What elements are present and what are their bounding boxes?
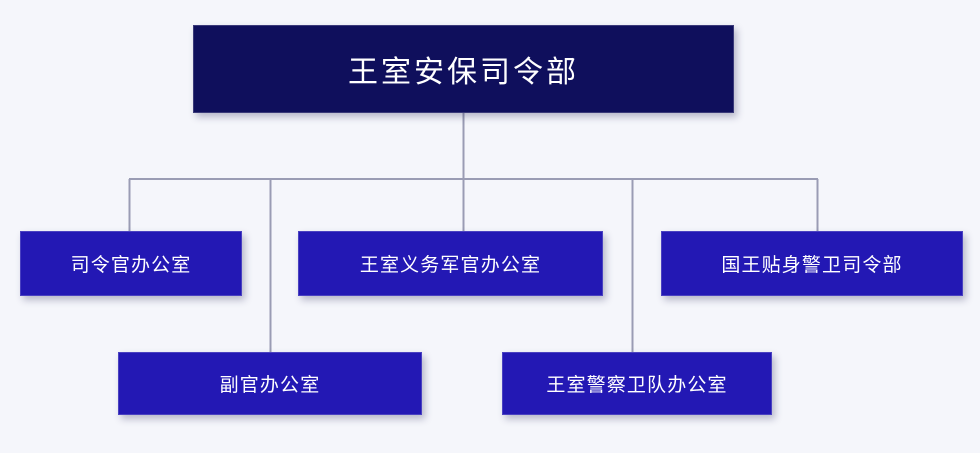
org-node-kings-bodyguard-command[interactable]: 国王贴身警卫司令部 (661, 231, 963, 296)
org-node-adjutant-office[interactable]: 副官办公室 (118, 352, 422, 415)
org-node-commander-office[interactable]: 司令官办公室 (20, 231, 242, 296)
org-node-royal-police-guard-office-label: 王室警察卫队办公室 (546, 375, 728, 396)
org-node-royal-duty-officer-office[interactable]: 王室义务军官办公室 (298, 231, 603, 296)
org-node-royal-duty-officer-office-label: 王室义务军官办公室 (359, 255, 542, 276)
org-node-root-label: 王室安保司令部 (348, 56, 579, 89)
org-node-root[interactable]: 王室安保司令部 (193, 25, 734, 113)
org-node-kings-bodyguard-command-label: 国王贴身警卫司令部 (721, 255, 903, 276)
org-node-commander-office-label: 司令官办公室 (70, 255, 192, 276)
org-node-adjutant-office-label: 副官办公室 (219, 375, 321, 396)
org-node-royal-police-guard-office[interactable]: 王室警察卫队办公室 (502, 352, 772, 415)
